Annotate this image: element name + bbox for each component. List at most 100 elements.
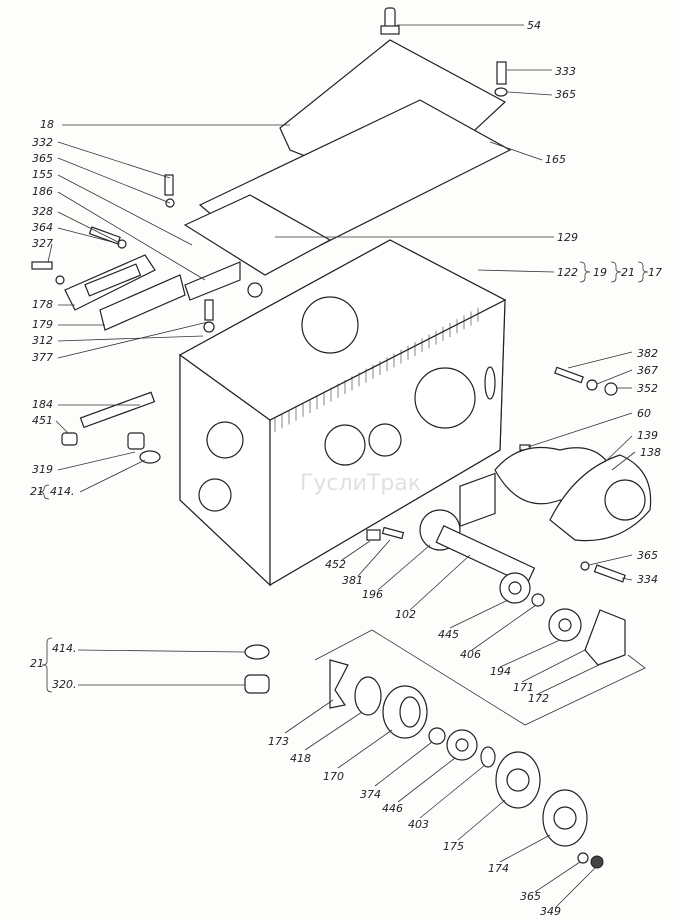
callout-label: 184 <box>32 398 53 411</box>
mounting-plate <box>184 261 241 301</box>
callout-label: 414. <box>52 642 77 655</box>
leader-line <box>604 435 633 463</box>
shift-mechanism-plate <box>183 194 332 276</box>
callout-label: 320. <box>52 678 77 691</box>
leader-line <box>521 649 586 683</box>
leader-line <box>449 599 509 629</box>
callout-label: 349 <box>540 905 561 918</box>
leader-line <box>304 711 363 751</box>
callout-label: 196 <box>362 588 383 601</box>
leader-line <box>55 420 69 434</box>
leader-line <box>284 699 334 734</box>
callout-label: 60 <box>637 407 651 420</box>
callout-label: 139 <box>637 429 658 442</box>
callout-label: 381 <box>342 574 363 587</box>
shift-shaft-part <box>61 391 161 464</box>
group-brace <box>579 261 591 283</box>
callout-label: 365 <box>32 152 53 165</box>
leader-line <box>337 729 393 769</box>
callout-label: 333 <box>555 65 576 78</box>
leader-line <box>57 211 119 243</box>
leader-line <box>534 861 581 893</box>
gearbox-housing <box>178 239 507 587</box>
shaft-assembly <box>366 509 626 666</box>
leader-line <box>79 459 146 493</box>
callout-label: 21 <box>30 657 44 670</box>
callout-label: 171 <box>513 681 534 694</box>
group-brace <box>38 484 50 500</box>
callout-label: 403 <box>408 818 429 831</box>
callout-label: 445 <box>438 628 459 641</box>
leader-line <box>457 799 506 841</box>
watermark: ГуслиТрак <box>300 471 421 496</box>
callout-label: 173 <box>268 735 289 748</box>
callout-label: 54 <box>527 19 541 32</box>
leader-line <box>357 539 391 577</box>
callout-label: 452 <box>325 558 346 571</box>
breather-plug-part <box>380 7 400 35</box>
callout-label: 179 <box>32 318 53 331</box>
callout-label: 382 <box>637 347 658 360</box>
leader-line <box>57 157 171 204</box>
group-label: 19 <box>593 266 607 279</box>
group-brace <box>610 261 622 283</box>
callout-label: 367 <box>637 364 658 377</box>
leader-line <box>596 369 633 385</box>
callout-label: 18 <box>40 118 54 131</box>
callout-label: 165 <box>545 153 566 166</box>
side-cover-gasket <box>99 274 186 331</box>
callout-label: 170 <box>323 770 344 783</box>
leader-line <box>588 554 633 566</box>
callout-label: 365 <box>555 88 576 101</box>
callout-label: 332 <box>32 136 53 149</box>
callout-label: 374 <box>360 788 381 801</box>
leader-line <box>567 351 633 369</box>
leader-line <box>477 269 555 273</box>
callout-label: 21 <box>30 485 44 498</box>
leader-line <box>57 191 206 281</box>
leader-line <box>611 451 636 471</box>
leader-line <box>471 604 537 651</box>
leader-line <box>409 554 471 611</box>
callout-label: 319 <box>32 463 53 476</box>
callout-label: 334 <box>637 573 658 586</box>
callout-label: 138 <box>640 446 661 459</box>
callout-label: 194 <box>490 665 511 678</box>
leader-line <box>341 540 371 561</box>
callout-label: 352 <box>637 382 658 395</box>
callout-label: 418 <box>290 752 311 765</box>
callout-label: 451 <box>32 414 53 427</box>
callout-label: 178 <box>32 298 53 311</box>
group-brace <box>637 261 649 283</box>
leader-line <box>57 335 204 342</box>
callout-label: 155 <box>32 168 53 181</box>
callout-label: 172 <box>528 692 549 705</box>
assembly-bracket-line <box>314 629 646 726</box>
leader-line <box>57 321 209 359</box>
group-label: 17 <box>648 266 662 279</box>
leader-line <box>57 227 121 245</box>
callout-label: 377 <box>32 351 53 364</box>
leader-line <box>57 141 171 179</box>
callout-label: 406 <box>460 648 481 661</box>
lower-assembly-parts <box>244 644 604 869</box>
callout-label: 102 <box>395 608 416 621</box>
leader-line <box>507 91 553 96</box>
leader-line <box>57 451 136 471</box>
leader-line <box>537 661 606 695</box>
leader-line <box>489 141 543 161</box>
group-brace <box>41 637 53 693</box>
leader-line <box>397 757 456 803</box>
right-cover-parts <box>459 366 652 583</box>
group-label: 21 <box>621 266 635 279</box>
callout-label: 328 <box>32 205 53 218</box>
callout-label: 186 <box>32 185 53 198</box>
callout-label: 122 <box>557 266 578 279</box>
callout-label: 365 <box>637 549 658 562</box>
callout-label: 446 <box>382 802 403 815</box>
leader-line <box>47 243 53 263</box>
leader-line <box>374 741 433 787</box>
leader-line <box>527 412 633 448</box>
